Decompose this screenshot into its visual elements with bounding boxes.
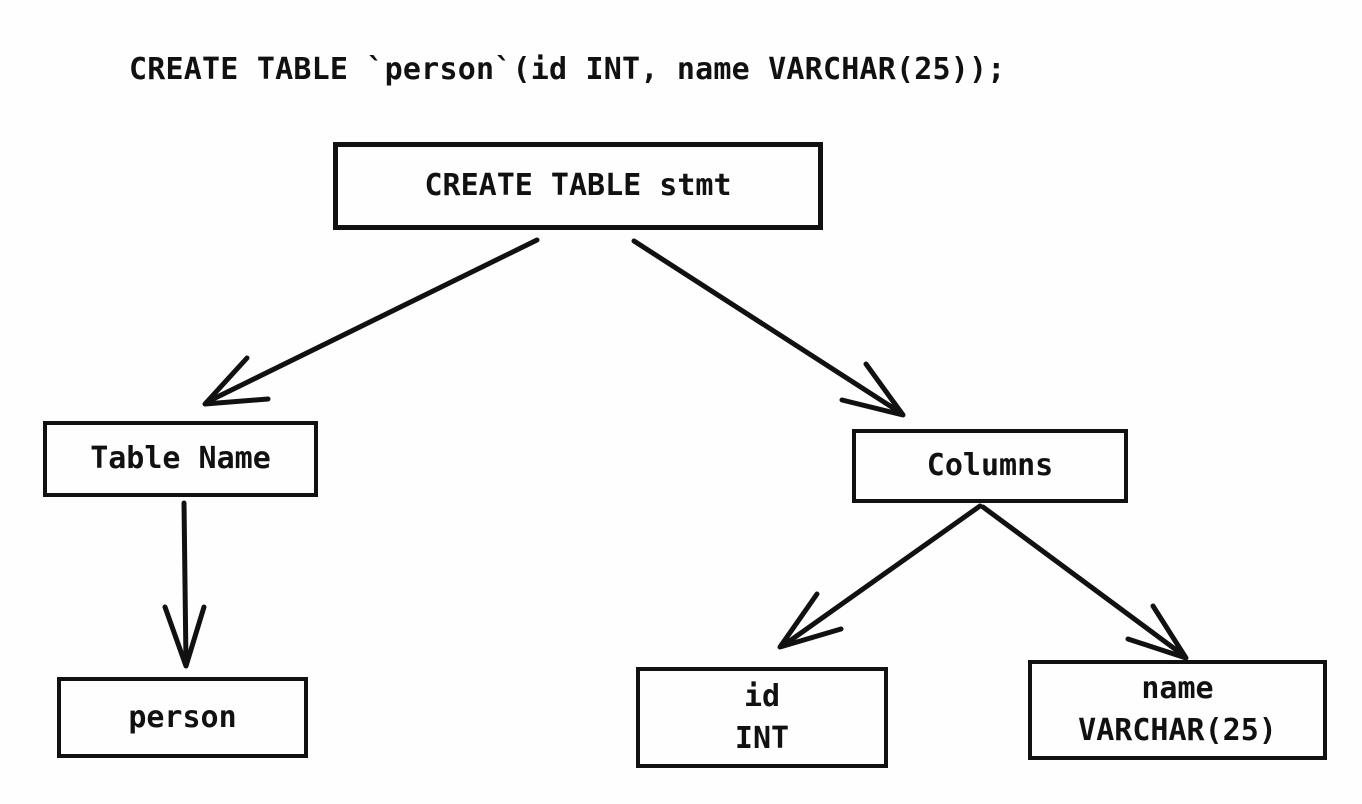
node-table-name: Table Name [43,421,318,497]
node-table-name-label: Table Name [90,441,271,476]
node-create-table-stmt-label: CREATE TABLE stmt [424,168,732,203]
sql-statement-text: CREATE TABLE `person`(id INT, name VARCH… [129,52,1006,87]
node-person: person [57,677,308,758]
node-id-int-line2: INT [734,720,790,756]
node-create-table-stmt: CREATE TABLE stmt [333,142,823,230]
node-name-varchar-line1: name [1141,671,1214,706]
edge-columns-to-id-arrow [777,503,983,650]
edge-root-to-columns-arrow [631,238,906,418]
edge-columns-to-name-arrow [980,504,1189,661]
node-columns: Columns [852,429,1128,503]
node-id-int: id INT [636,667,888,768]
edge-root-to-table-name-arrow [202,237,540,407]
edge-table-name-to-person-arrow [162,500,207,669]
node-person-label: person [128,699,237,735]
node-id-int-line1: id [743,678,781,714]
node-name-varchar: name VARCHAR(25) [1028,660,1327,760]
node-columns-label: Columns [926,448,1054,483]
node-name-varchar-line2: VARCHAR(25) [1078,713,1277,748]
